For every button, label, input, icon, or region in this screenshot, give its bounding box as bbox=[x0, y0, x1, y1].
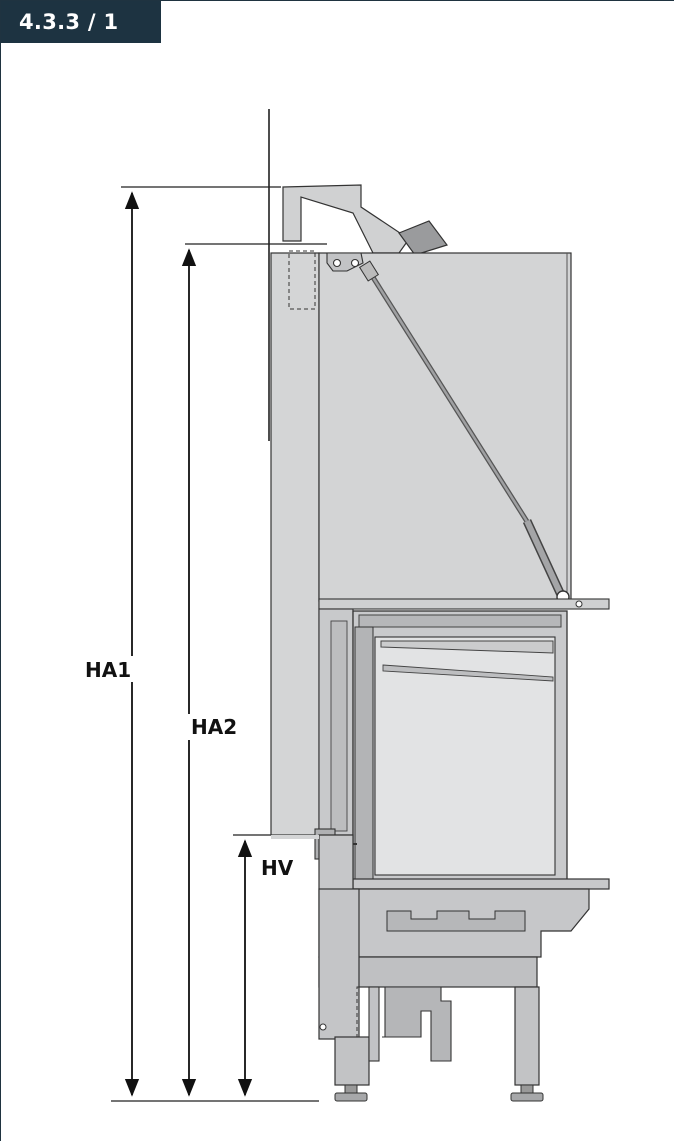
door-left-stile bbox=[354, 626, 374, 880]
foot-front-pad bbox=[510, 1092, 544, 1102]
pivot-bolt bbox=[332, 258, 342, 268]
ha1-label-bg bbox=[83, 656, 143, 682]
pivot-bolt-2 bbox=[350, 258, 360, 268]
upper-shelf bbox=[318, 598, 610, 610]
gas-strut-cylinder-core bbox=[524, 519, 564, 597]
front-leg-rear bbox=[334, 1036, 370, 1086]
flue-outlet-stub bbox=[398, 220, 448, 256]
leg-front bbox=[514, 986, 540, 1086]
foot-front-stem bbox=[520, 1084, 534, 1094]
hearth-plate bbox=[352, 878, 610, 890]
foot-rear-pad bbox=[334, 1092, 368, 1102]
upper-housing bbox=[318, 252, 572, 602]
rear-fitting bbox=[319, 1023, 327, 1031]
gas-strut-rod-core bbox=[367, 270, 535, 532]
baffle-plate-2 bbox=[382, 664, 554, 682]
door-top-rail bbox=[358, 614, 562, 628]
ha1-label: HA1 bbox=[85, 658, 131, 682]
foot-rear-stem bbox=[344, 1084, 358, 1094]
rear-insulation-panel bbox=[270, 252, 320, 836]
hv-label: HV bbox=[261, 856, 294, 880]
figure-tag: 4.3.3 / 1 bbox=[1, 1, 161, 43]
ha2-label-bg bbox=[179, 714, 241, 740]
front-leg-middle bbox=[368, 986, 380, 1062]
door-frame-inner bbox=[330, 620, 348, 832]
flue-collar bbox=[282, 184, 410, 254]
ash-pan bbox=[386, 910, 526, 932]
rear-lower-panel bbox=[271, 835, 319, 839]
rear-lower-column bbox=[318, 888, 360, 1040]
air-intake-connector bbox=[384, 986, 452, 1062]
baffle-plate bbox=[380, 640, 554, 654]
shelf-bolt bbox=[575, 600, 583, 608]
gas-strut-end-top bbox=[358, 260, 380, 282]
ha2-label: HA2 bbox=[191, 715, 237, 739]
